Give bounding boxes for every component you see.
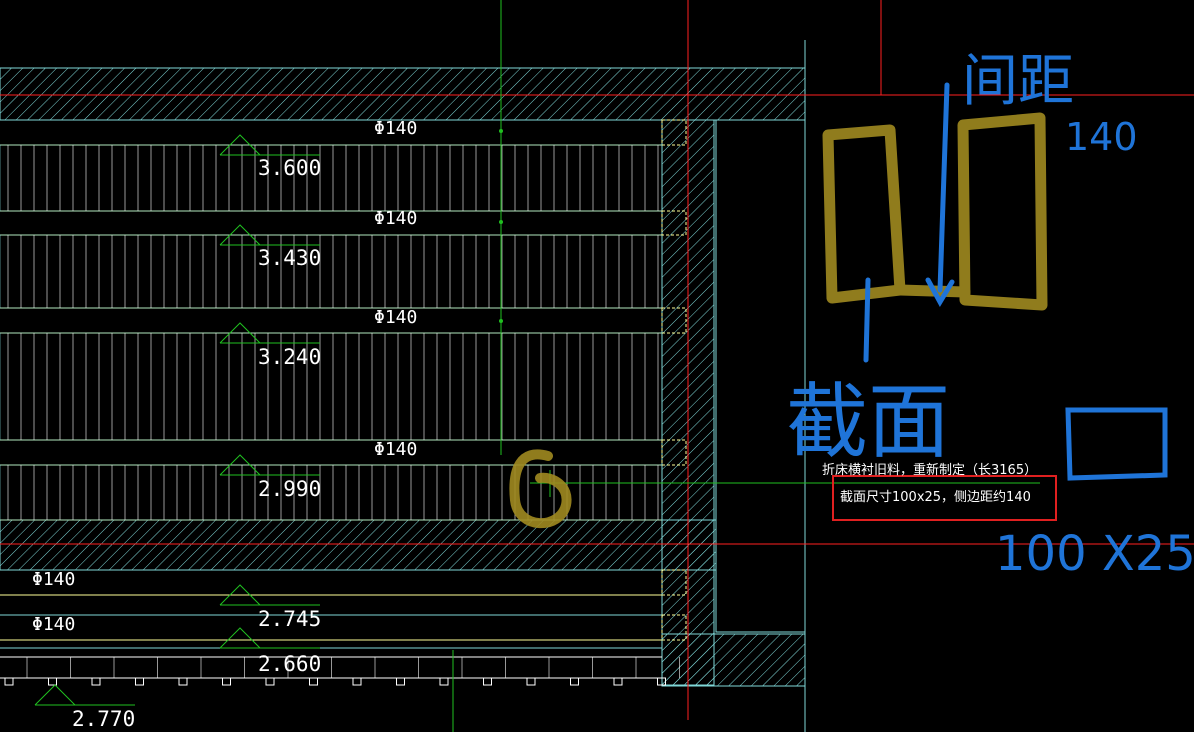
bar-end-boxes	[661, 119, 687, 641]
stud-mark	[265, 677, 275, 686]
elevation-label: 3.430	[258, 246, 321, 270]
grip-point[interactable]	[499, 319, 503, 323]
stair-flight-3	[0, 332, 663, 441]
stud-mark	[222, 677, 231, 686]
stud-mark	[48, 677, 57, 686]
bar-spacing-label: Φ140	[32, 614, 75, 635]
stud-mark	[613, 677, 623, 686]
lower-bands	[0, 569, 662, 679]
handwritten-section-label: 截面	[786, 375, 950, 470]
stud-mark	[483, 677, 492, 686]
stud-mark	[178, 677, 188, 686]
grip-point[interactable]	[499, 220, 503, 224]
elevation-label: 3.240	[258, 345, 321, 369]
highlight-circle-mark	[509, 449, 572, 529]
elevation-label: 2.770	[72, 707, 135, 731]
bar-spacing-label: Φ140	[374, 208, 417, 229]
tooltip-box	[832, 475, 1057, 521]
elevation-marker	[34, 134, 320, 706]
highlight-section-sketch	[822, 112, 1048, 311]
stud-mark	[352, 677, 362, 686]
bar-spacing-label: Φ140	[32, 569, 75, 590]
stud-mark	[439, 677, 449, 686]
elevation-label: 2.990	[258, 477, 321, 501]
bar-spacing-label: Φ140	[374, 307, 417, 328]
stud-mark	[309, 677, 318, 686]
wall-hatch-bottom-right	[661, 633, 806, 687]
bar-spacing-label: Φ140	[374, 118, 417, 139]
stud-mark	[526, 677, 536, 686]
stair-treads	[7, 145, 659, 520]
tooltip-line-2: 截面尺寸100x25，侧边距约140	[840, 490, 1031, 505]
handwriting-strokes	[863, 82, 1168, 481]
stud-mark	[396, 677, 405, 686]
elevation-label: 2.745	[258, 607, 321, 631]
elevation-label: 3.600	[258, 156, 321, 180]
handwritten-section-value: 100 X25	[995, 526, 1194, 582]
handwritten-spacing-value: 140	[1065, 115, 1138, 159]
stud-mark	[570, 677, 579, 686]
stair-flight-2	[0, 234, 663, 309]
stud-mark	[91, 677, 101, 686]
stair-flight-1	[0, 144, 663, 212]
tooltip-line-1: 折床横衬旧料，重新制定（长3165）	[822, 463, 1038, 478]
elevation-label: 2.660	[258, 652, 321, 676]
column-outline	[715, 119, 806, 633]
grip-point[interactable]	[499, 129, 503, 133]
stud-mark	[4, 677, 14, 686]
handwritten-spacing-label: 间距	[962, 49, 1074, 114]
bar-spacing-label: Φ140	[374, 439, 417, 460]
bottom-studs	[4, 657, 680, 686]
wall-hatch-top	[0, 67, 806, 121]
stud-mark	[135, 677, 144, 686]
stud-mark	[657, 677, 666, 686]
